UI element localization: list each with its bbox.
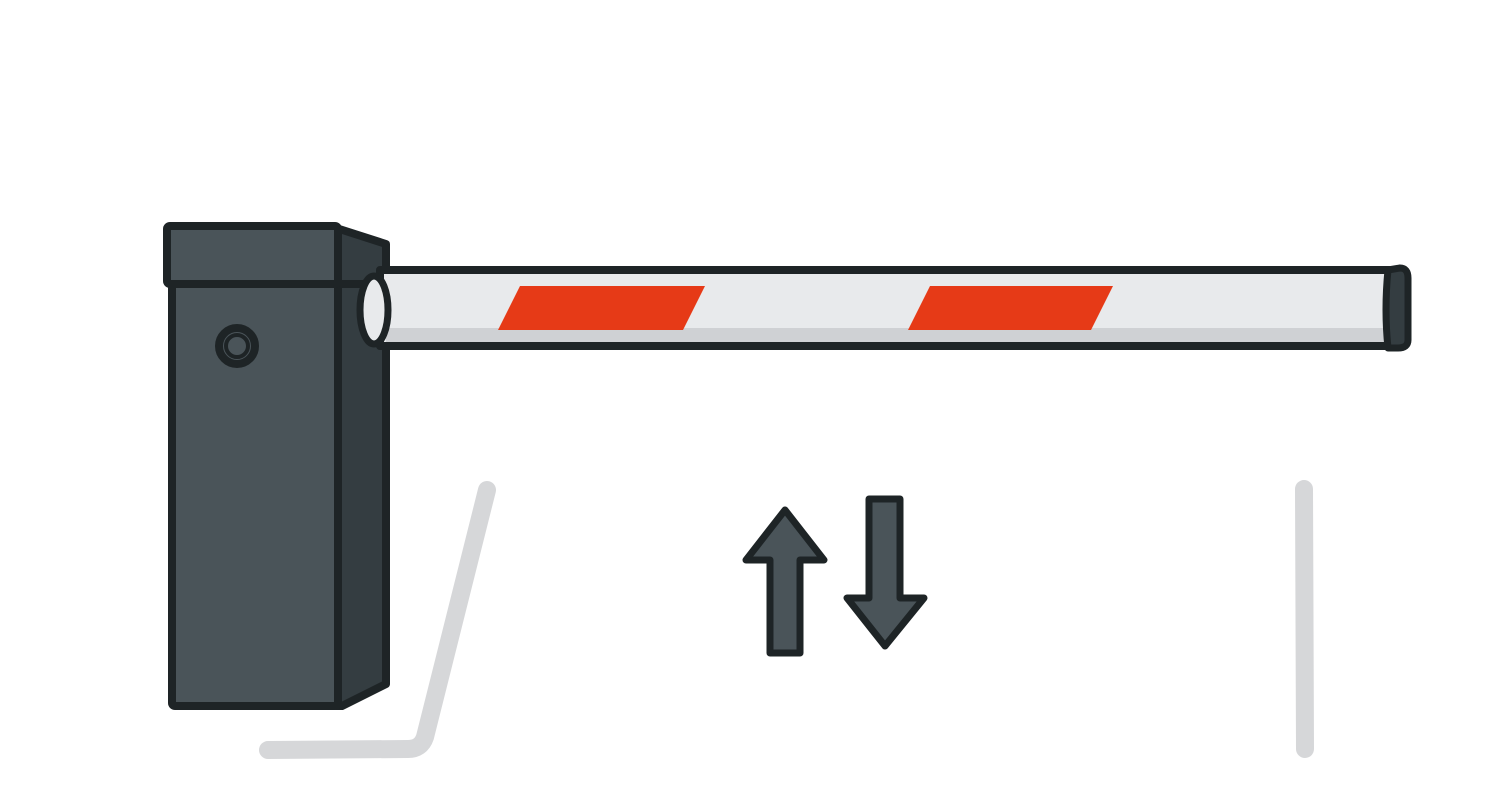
road-lane-lines-icon — [259, 480, 1314, 759]
arm-stripe — [908, 286, 1113, 330]
arrow-up-icon — [742, 506, 828, 657]
barrier-housing-icon — [163, 222, 390, 710]
arm-hub — [356, 272, 392, 348]
right-lane-line — [1295, 480, 1314, 758]
left-lane-line — [259, 481, 496, 759]
housing-cap — [163, 222, 342, 288]
housing-button-inner — [224, 333, 250, 359]
arm-stripe — [498, 286, 705, 330]
arrow-down-icon — [843, 495, 928, 650]
barrier-arm-icon — [356, 264, 1412, 352]
arm-end-cap — [1382, 264, 1412, 352]
direction-arrows — [742, 495, 928, 657]
arm-shadow — [386, 328, 1390, 342]
